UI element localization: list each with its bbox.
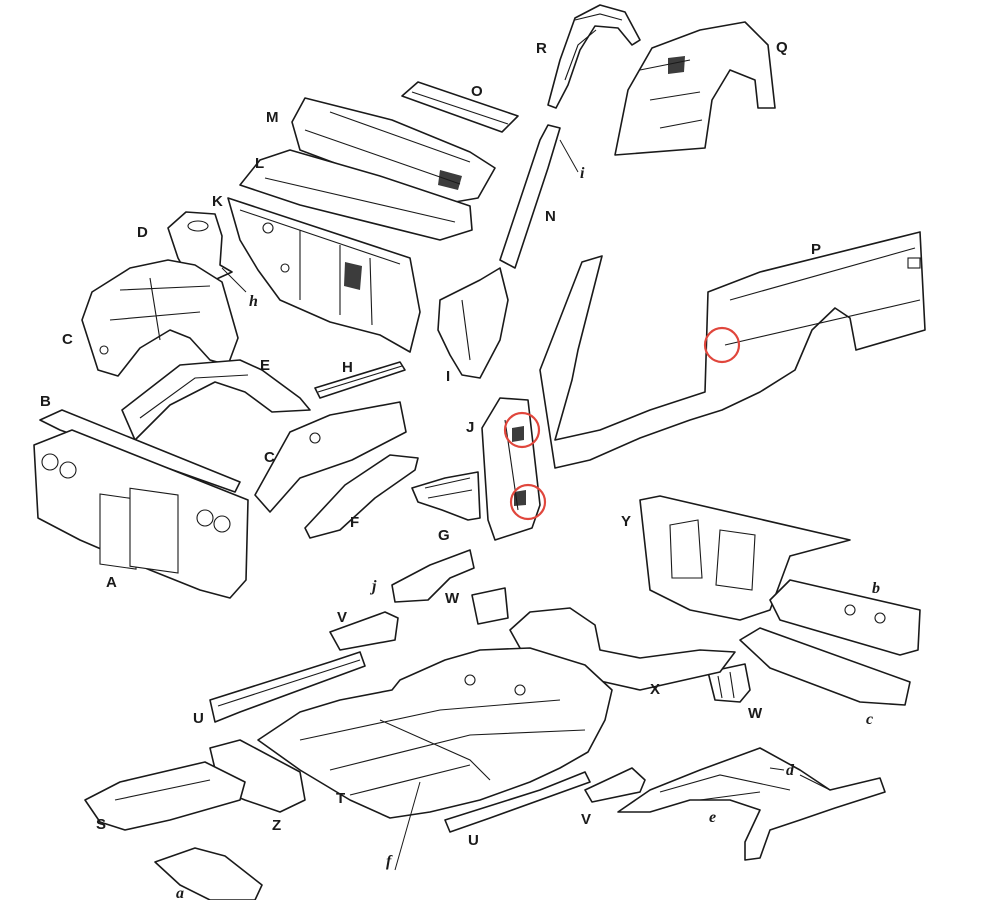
part-k-firewall bbox=[227, 197, 421, 353]
label-z: Z bbox=[272, 817, 281, 834]
label-m: M bbox=[266, 109, 279, 126]
part-f-frame-extension bbox=[304, 454, 419, 539]
label-v-left: V bbox=[337, 609, 347, 626]
part-c-apron-lower bbox=[254, 401, 407, 513]
label-j: J bbox=[466, 419, 474, 436]
part-l-plenum bbox=[239, 149, 473, 241]
part-r-inner-wheelhouse bbox=[547, 4, 641, 109]
label-h: H bbox=[342, 359, 353, 376]
part-w-bracket-right bbox=[707, 663, 751, 703]
label-v-right: V bbox=[581, 811, 591, 828]
label-l: L bbox=[255, 155, 264, 172]
label-a: A bbox=[106, 574, 117, 591]
highlight-circle-j-upper bbox=[503, 411, 541, 449]
part-m-dash-upper bbox=[291, 97, 496, 203]
part-v-sill-right bbox=[584, 767, 646, 803]
part-v-sill-left bbox=[329, 611, 399, 651]
label-sub-a: a bbox=[176, 885, 184, 900]
part-h-rail-strip bbox=[314, 361, 406, 399]
part-u-rocker-left bbox=[209, 651, 366, 723]
label-u-right: U bbox=[468, 832, 479, 849]
label-sub-j: j bbox=[369, 578, 377, 595]
part-d-rear-frame-rails bbox=[617, 747, 886, 861]
part-c-rear-sill bbox=[739, 627, 911, 706]
part-b-radiator-support-upper bbox=[39, 409, 241, 493]
part-n-pillar bbox=[499, 124, 561, 269]
label-sub-i: i bbox=[580, 165, 585, 182]
label-i-upper: I bbox=[446, 368, 450, 385]
leader-lines bbox=[221, 139, 831, 871]
part-labels: A B C C D E F G H I J K L M N O P Q R S … bbox=[40, 39, 821, 849]
highlight-circle-j-lower bbox=[509, 483, 547, 521]
part-o-cowl-panel bbox=[401, 81, 519, 133]
label-sub-b: b bbox=[872, 580, 880, 597]
label-c-lower: C bbox=[264, 449, 275, 466]
label-y: Y bbox=[621, 513, 631, 530]
part-u-rocker-right bbox=[444, 771, 591, 833]
label-w-left: W bbox=[445, 590, 460, 607]
label-sub-d: d bbox=[786, 762, 795, 779]
label-sub-e: e bbox=[709, 809, 716, 826]
part-q-quarter-inner bbox=[614, 21, 776, 156]
part-e-frame-rail bbox=[121, 359, 311, 441]
label-p: P bbox=[811, 241, 821, 258]
part-b-rear-crossmember bbox=[769, 579, 921, 656]
label-k: K bbox=[212, 193, 223, 210]
part-a-rail-end bbox=[154, 847, 263, 900]
part-s-front-frame bbox=[84, 761, 246, 831]
label-n: N bbox=[545, 208, 556, 225]
label-c-upper: C bbox=[62, 331, 73, 348]
label-b: B bbox=[40, 393, 51, 410]
part-g-bracket bbox=[411, 471, 481, 521]
part-t-floor-pan bbox=[257, 647, 613, 819]
label-q: Q bbox=[776, 39, 788, 56]
part-j-hinge-pillar bbox=[481, 397, 541, 541]
label-sub-h: h bbox=[249, 293, 258, 310]
part-p-body-side-panel bbox=[539, 231, 926, 469]
label-e: E bbox=[260, 357, 270, 374]
label-t: T bbox=[336, 790, 345, 807]
label-f-upper: F bbox=[350, 514, 359, 531]
label-sub-f: f bbox=[386, 853, 393, 870]
label-s: S bbox=[96, 816, 106, 833]
label-r: R bbox=[536, 40, 547, 57]
part-j-bracket bbox=[391, 549, 475, 603]
label-w-right: W bbox=[748, 705, 763, 722]
label-o: O bbox=[471, 83, 483, 100]
label-d: D bbox=[137, 224, 148, 241]
sub-labels: a b c d e f h i j bbox=[176, 165, 880, 900]
highlight-marks bbox=[503, 326, 741, 521]
part-w-bracket-left bbox=[471, 587, 509, 625]
part-i-pillar-lower bbox=[437, 267, 509, 379]
label-g: G bbox=[438, 527, 450, 544]
label-x: X bbox=[650, 681, 660, 698]
highlight-circle-p bbox=[703, 326, 741, 364]
part-c-fender-apron bbox=[81, 259, 239, 377]
label-u-left: U bbox=[193, 710, 204, 727]
label-sub-c: c bbox=[866, 711, 873, 728]
part-y-rear-panel bbox=[639, 495, 851, 621]
part-a-radiator-support bbox=[33, 429, 249, 599]
